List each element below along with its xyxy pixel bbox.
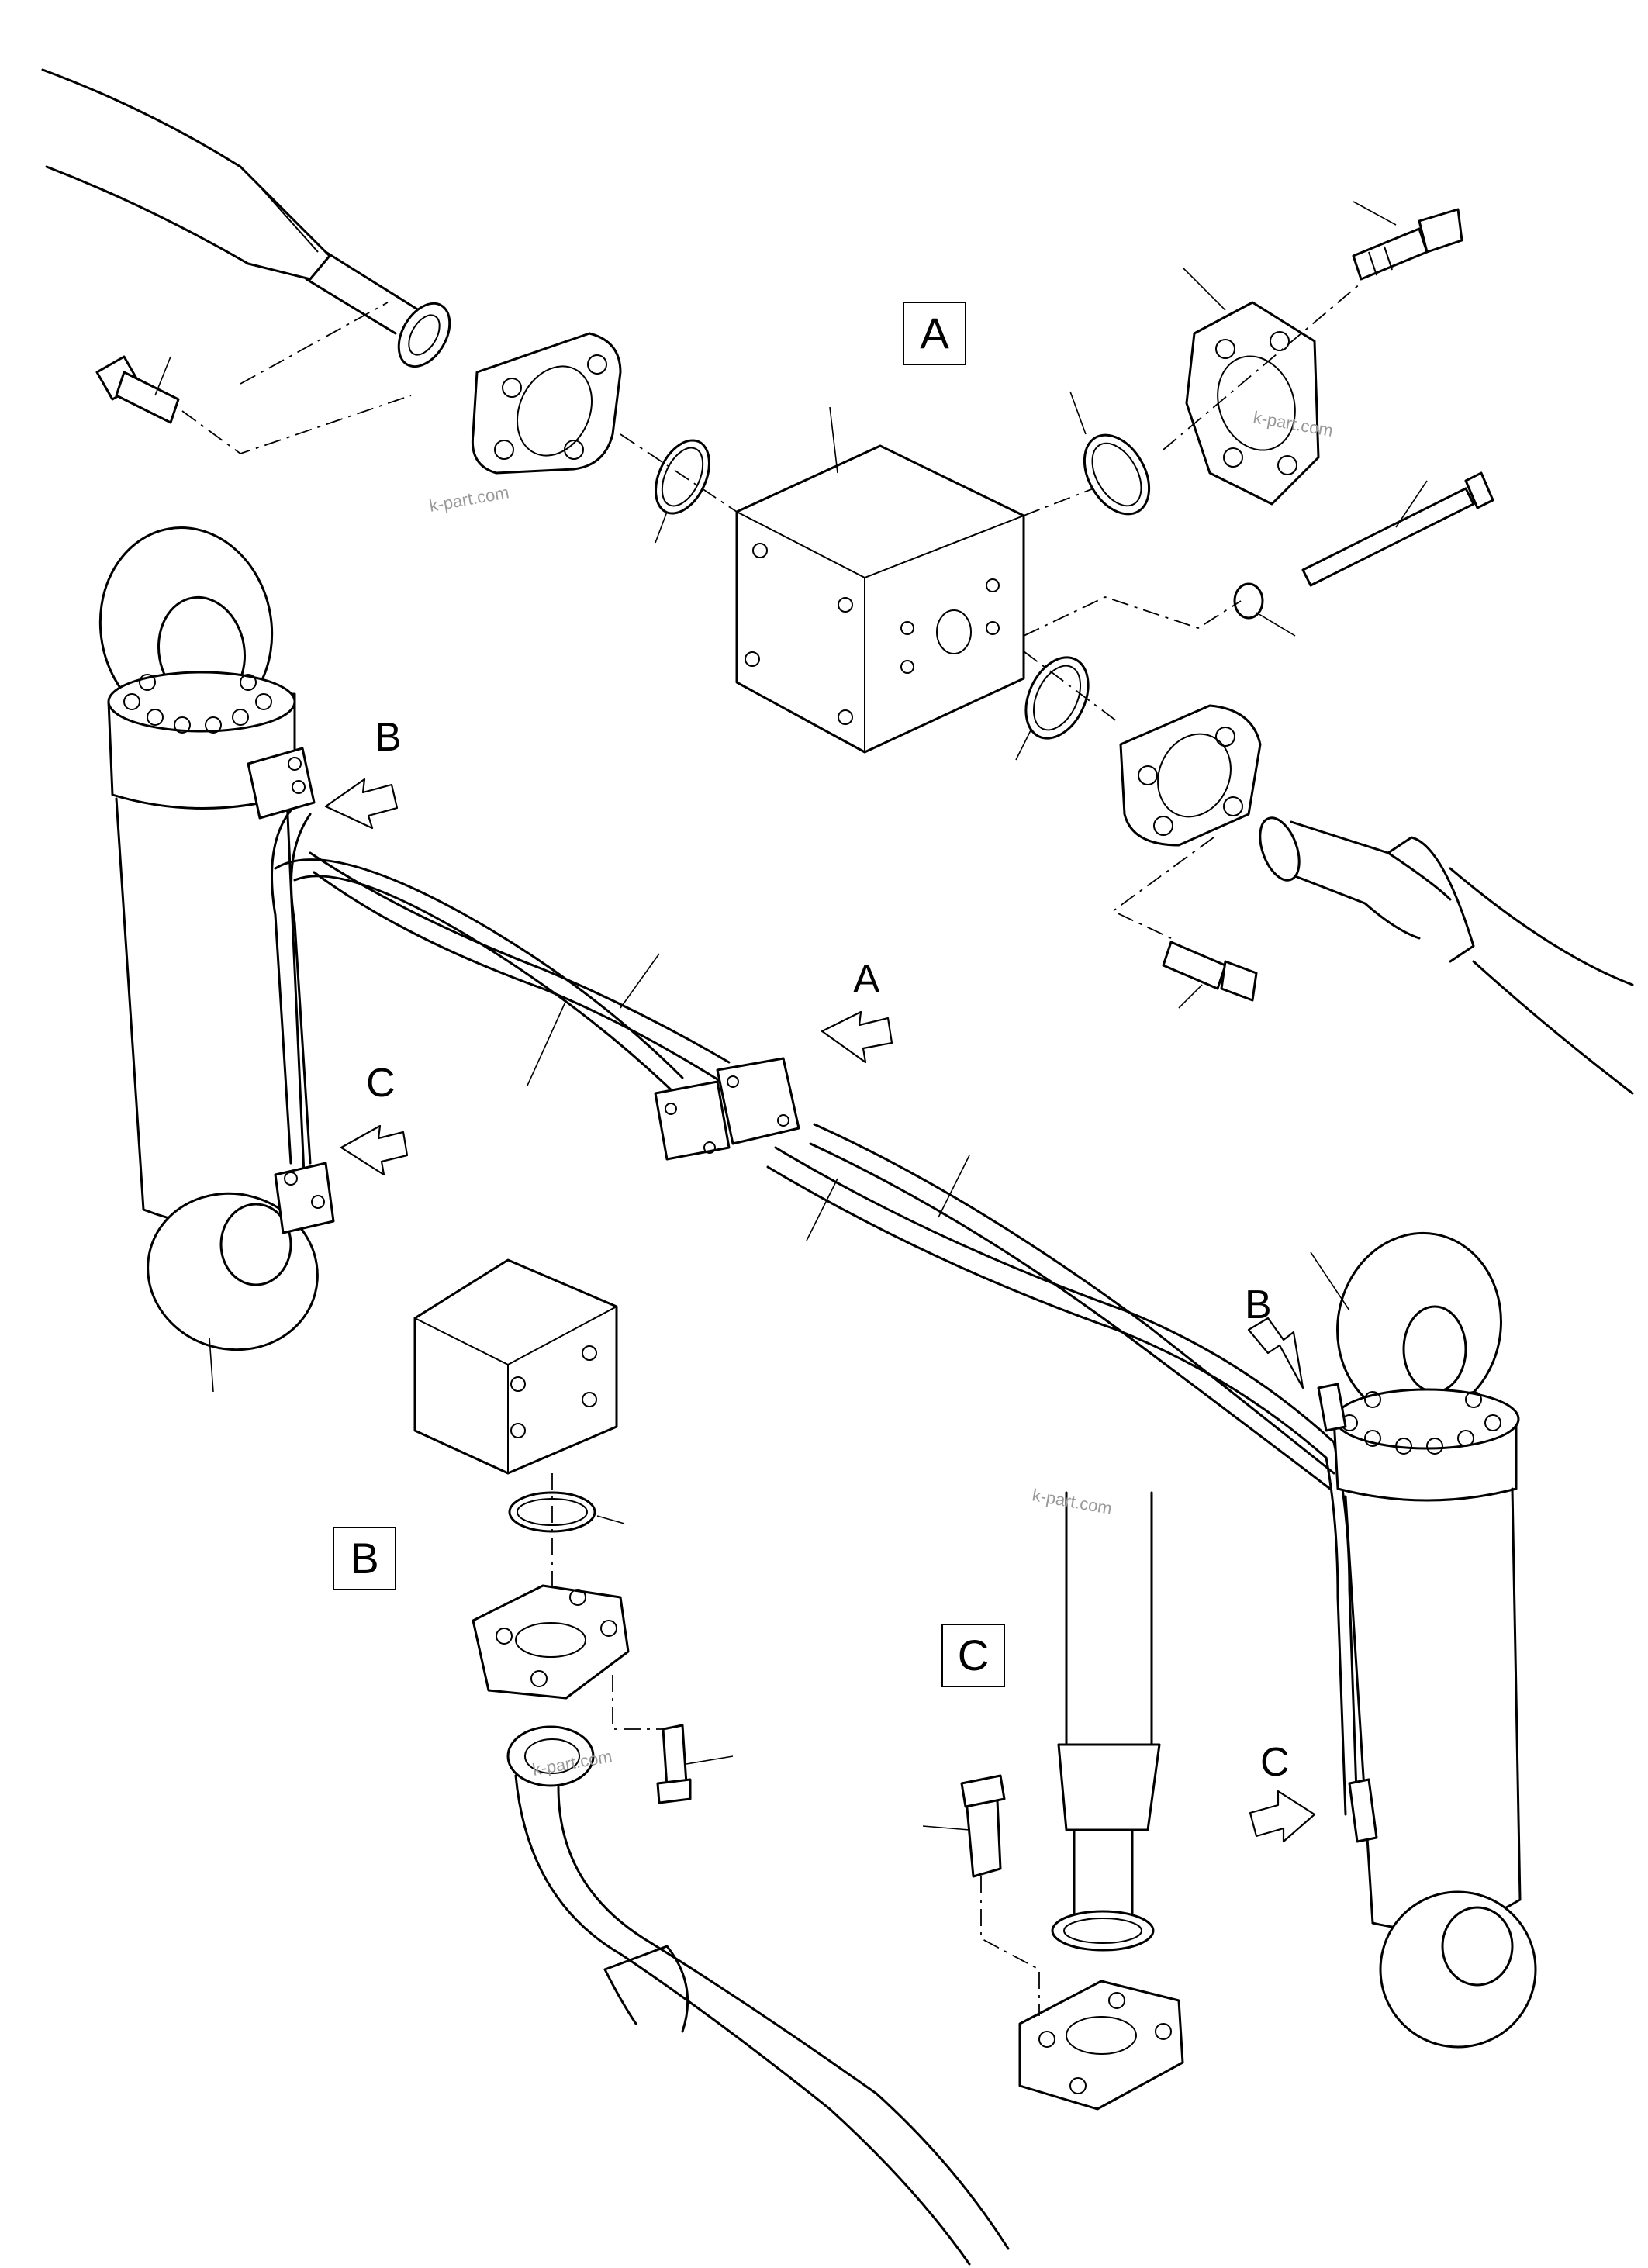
- detail-box-a: A: [903, 302, 966, 365]
- callout-label-c-left: C: [366, 1061, 396, 1106]
- detail-a-bolt-upper-left: [95, 355, 180, 424]
- detail-box-a-label: A: [920, 309, 949, 357]
- detail-a-flange-upper-right: [1182, 267, 1320, 506]
- center-manifold-assembly: [654, 1057, 800, 1161]
- left-cylinder-port-block-top: [247, 747, 316, 820]
- right-hydraulic-cylinder: [1310, 1231, 1537, 2049]
- right-cylinder-head-bolts: [1341, 1391, 1501, 1455]
- watermark-text: k-part.com: [1031, 1485, 1114, 1518]
- detail-b-group: [413, 1258, 1010, 2266]
- left-cylinder-head-bolts: [123, 674, 272, 734]
- callout-arrow-a: [821, 1010, 893, 1064]
- detail-a-bolt-top-right: [1352, 201, 1463, 281]
- detail-a-flange-upper-left: [471, 332, 622, 475]
- left-hydraulic-cylinder: [98, 526, 335, 1393]
- detail-box-b-label: B: [350, 1534, 378, 1583]
- callout-label-c-right: C: [1260, 1740, 1290, 1785]
- detail-a-hose-right: [1259, 816, 1634, 1095]
- callout-arrow-b-right: [1247, 1317, 1304, 1389]
- detail-a-manifold-block: [735, 406, 1025, 754]
- detail-a-oring-upper-right: [1069, 391, 1151, 516]
- detail-a-hose-left: [41, 68, 451, 368]
- detail-a-oring-left: [655, 439, 710, 544]
- callout-arrow-c-right: [1249, 1790, 1316, 1843]
- callout-label-b-left: B: [375, 715, 402, 760]
- detail-a-long-bolt: [1301, 471, 1494, 587]
- connecting-hoses: [274, 851, 1359, 1816]
- detail-c-group: [922, 1491, 1184, 2111]
- left-cylinder-port-block-bottom: [274, 1162, 335, 1234]
- detail-box-b: B: [333, 1527, 396, 1590]
- callout-label-b-right: B: [1245, 1282, 1272, 1327]
- detail-a-flange-lower-right: [1119, 704, 1262, 847]
- callout-arrow-c-left: [340, 1124, 409, 1176]
- callout-arrow-b-left: [324, 778, 399, 830]
- callout-label-a: A: [853, 957, 880, 1002]
- detail-box-c-label: C: [958, 1631, 989, 1679]
- detail-a-oring-lower: [1015, 656, 1090, 761]
- watermark-text: k-part.com: [428, 482, 511, 516]
- detail-a-washer: [1233, 582, 1296, 637]
- detail-box-c: C: [941, 1624, 1005, 1687]
- detail-a-bolt-bottom-right: [1162, 941, 1258, 1009]
- detail-a-group: [41, 68, 1634, 1095]
